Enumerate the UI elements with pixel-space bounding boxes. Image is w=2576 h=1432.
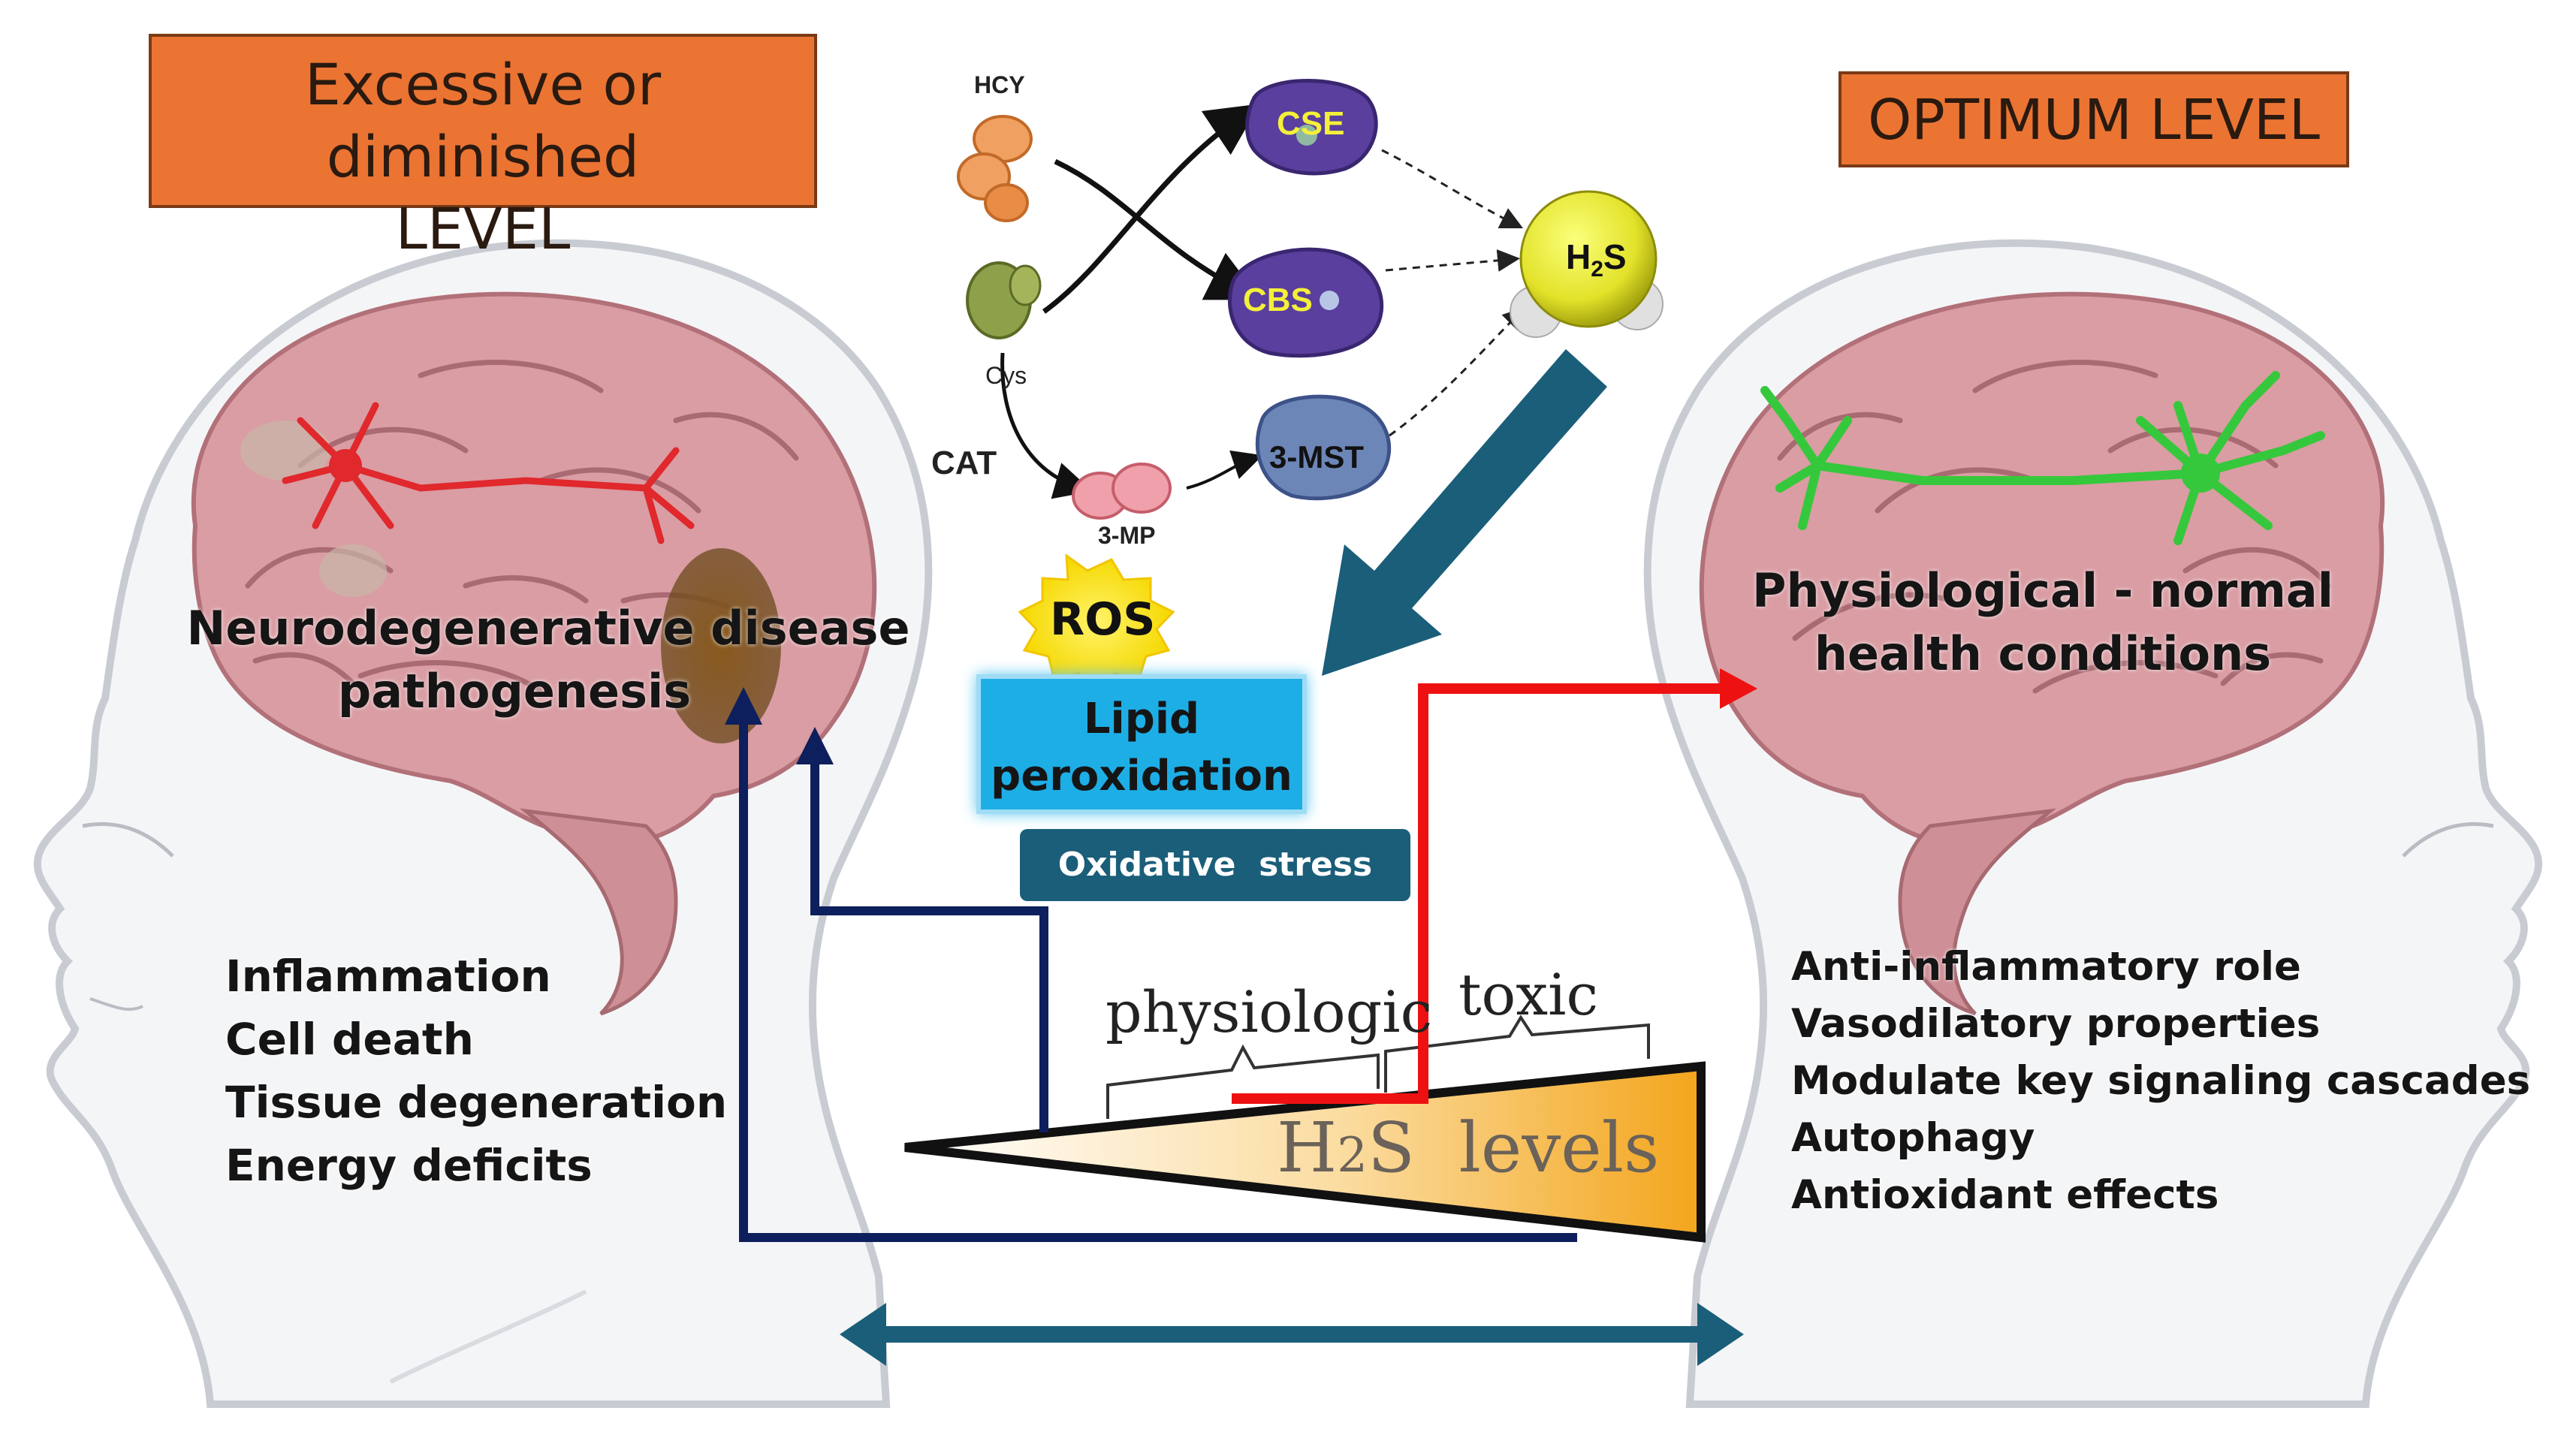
ros-burst xyxy=(1018,553,1175,692)
cbs-label: CBS xyxy=(1243,282,1313,318)
list-item: Energy deficits xyxy=(225,1140,593,1191)
cse-enzyme xyxy=(1245,79,1378,176)
left-neuron xyxy=(282,402,695,544)
lipid-peroxidation-box: Lipid peroxidation xyxy=(976,674,1307,814)
3-mst-label: 3-MST xyxy=(1269,439,1364,475)
left-brain-label-line2: pathogenesis xyxy=(337,664,692,719)
list-item: Autophagy xyxy=(1791,1115,2035,1161)
list-item: Inflammation xyxy=(225,951,551,1002)
levels-sub: 2 xyxy=(1337,1128,1368,1183)
cse-label: CSE xyxy=(1277,105,1345,142)
left-brain-label-line1: Neurodegenerative disease xyxy=(186,601,910,656)
list-item: Antioxidant effects xyxy=(1791,1172,2219,1218)
left-brain-label: Neurodegenerative disease pathogenesis xyxy=(180,597,916,723)
left-brain xyxy=(191,291,877,1016)
scale-braces xyxy=(1106,1014,1650,1119)
cys-label: Cys xyxy=(985,362,1027,389)
cbs-enzyme xyxy=(1227,247,1384,358)
h2s-pathway xyxy=(957,79,1664,520)
h2s-level-wedge xyxy=(904,1061,1706,1243)
navy-arrowhead-1 xyxy=(725,687,762,725)
ros-label: ROS xyxy=(1050,593,1156,646)
cat-label: CAT xyxy=(931,445,997,481)
neuron-body xyxy=(329,449,362,482)
right-brain-label-line2: health conditions xyxy=(1814,626,2272,681)
left-effects-list: Inflammation Cell death Tissue degenerat… xyxy=(225,945,727,1197)
amyloid-plaque xyxy=(661,548,781,743)
right-title: OPTIMUM LEVEL xyxy=(1868,88,2320,152)
oxidative-stress-label: Oxidative stress xyxy=(1057,846,1373,884)
toxic-brace xyxy=(1384,1014,1650,1093)
h2s-label: H2S xyxy=(1566,237,1627,282)
double-arrow xyxy=(840,1303,1744,1366)
right-title-box: OPTIMUM LEVEL xyxy=(1838,71,2349,167)
left-title-box: Excessive or diminished LEVEL xyxy=(149,34,817,262)
3-mp-label: 3-MP xyxy=(1098,522,1156,549)
3-mp-molecule xyxy=(1072,463,1172,520)
optimum-pathway xyxy=(1232,668,1757,1104)
h2s-levels-label: H2S levels xyxy=(1277,1108,1659,1188)
oxidative-stress-box: Oxidative stress xyxy=(1020,829,1410,901)
right-brain-label: Physiological - normal health conditions xyxy=(1705,559,2381,686)
cys-molecule xyxy=(966,261,1042,339)
hcy-label: HCY xyxy=(974,71,1025,98)
right-effects-list: Anti-inflammatory role Vasodilatory prop… xyxy=(1791,939,2530,1224)
lipid-line2: peroxidation xyxy=(991,752,1293,800)
right-brain-label-line1: Physiological - normal xyxy=(1752,563,2333,618)
deficient-pathways xyxy=(739,717,1577,1242)
right-neuron xyxy=(1760,371,2325,545)
h2s-to-lipid-arrow xyxy=(1322,349,1607,676)
lipid-line1: Lipid xyxy=(1083,695,1200,743)
physiologic-label: physiologic xyxy=(1106,978,1433,1045)
list-item: Modulate key signaling cascades xyxy=(1791,1058,2531,1104)
list-item: Tissue degeneration xyxy=(225,1077,728,1128)
navy-arrowhead-2 xyxy=(796,727,834,764)
h2s-label-s: S xyxy=(1603,237,1627,276)
levels-h: H xyxy=(1277,1108,1338,1188)
levels-rest: S levels xyxy=(1367,1108,1660,1188)
3-mst-enzyme xyxy=(1255,394,1392,501)
list-item: Anti-inflammatory role xyxy=(1791,944,2301,990)
list-item: Cell death xyxy=(225,1014,474,1065)
physiologic-brace xyxy=(1106,1044,1380,1119)
h2s-label-h: H xyxy=(1566,237,1591,276)
h2s-label-sub: 2 xyxy=(1591,257,1603,282)
toxic-label: toxic xyxy=(1458,961,1599,1028)
right-brain xyxy=(1699,291,2385,1016)
hcy-molecule xyxy=(957,115,1033,222)
h2s-molecule xyxy=(1510,190,1664,338)
left-title-line1: Excessive or diminished xyxy=(304,51,662,190)
left-title-line2: LEVEL xyxy=(395,195,571,262)
list-item: Vasodilatory properties xyxy=(1791,1001,2321,1047)
right-neuron-body xyxy=(2181,454,2220,493)
